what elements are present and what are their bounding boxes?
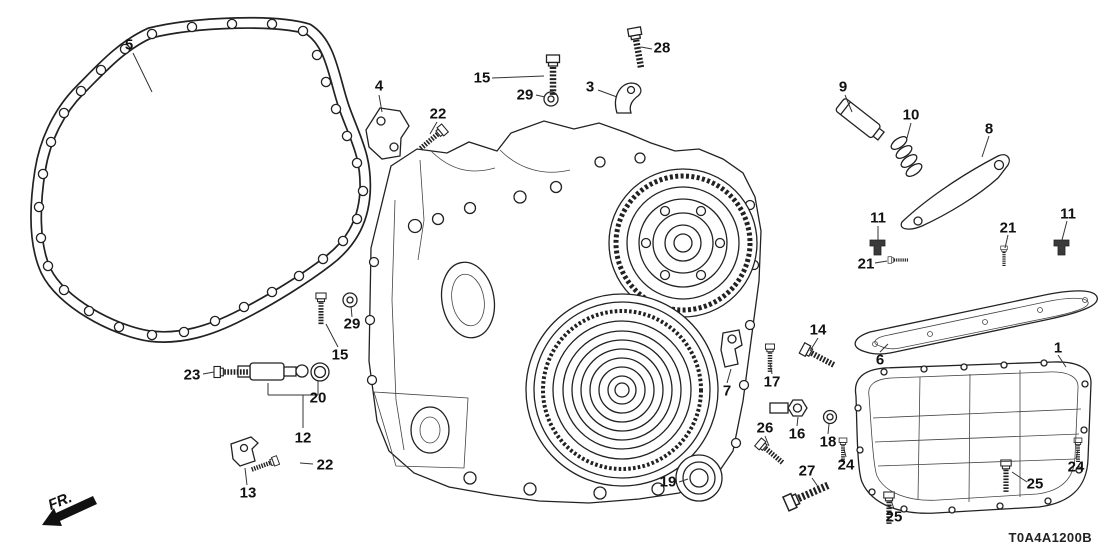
part-4-bracket (365, 107, 410, 160)
part-label-24: 24 (1067, 458, 1085, 476)
part-9-tube (835, 98, 885, 141)
part-label-28: 28 (653, 39, 671, 57)
part-label-15: 15 (473, 69, 491, 87)
part-label-26: 26 (756, 419, 774, 437)
part-13-bracket (230, 436, 259, 467)
part-11-grommet-left (869, 239, 886, 256)
part-27-bolt (783, 478, 831, 510)
part-15-bolt-mid (316, 293, 326, 324)
part-20-o-ring (310, 362, 330, 382)
part-label-4: 4 (374, 77, 384, 95)
part-3-clip (614, 82, 642, 114)
part-label-18: 18 (819, 433, 837, 451)
part-label-11: 11 (1060, 205, 1076, 223)
part-29-washer-top (543, 91, 559, 107)
clutch-drum-assembly (525, 293, 719, 487)
part-26-bolt (755, 438, 786, 467)
part-18-washer (822, 409, 838, 425)
part-label-21: 21 (857, 255, 875, 273)
part-label-22: 22 (316, 456, 334, 474)
part-label-9: 9 (838, 78, 848, 96)
part-label-16: 16 (788, 425, 806, 443)
torque-converter-ring-gear (608, 168, 758, 318)
part-11-grommet-right (1053, 239, 1070, 256)
part-label-1: 1 (1053, 339, 1063, 357)
part-15-bolt-top (547, 55, 560, 95)
part-label-15: 15 (331, 346, 349, 364)
part-16-joint-bolt (769, 399, 808, 417)
part-6-pan-gasket (854, 290, 1098, 355)
part-25-bolt-right (1001, 460, 1011, 492)
part-label-20: 20 (309, 389, 327, 407)
part-29-washer-mid (342, 292, 358, 308)
part-14-bolt (799, 343, 836, 370)
part-label-6: 6 (875, 351, 885, 369)
fr-direction-arrow (42, 496, 97, 526)
part-17-bolt (765, 344, 774, 372)
part-label-11: 11 (870, 209, 886, 227)
part-1-oil-pan (854, 359, 1092, 514)
part-label-22: 22 (429, 105, 447, 123)
part-5-case-gasket (30, 16, 372, 343)
part-label-19: 19 (659, 473, 677, 491)
part-label-13: 13 (239, 484, 257, 502)
part-label-17: 17 (763, 373, 781, 391)
part-label-21: 21 (999, 219, 1017, 237)
diagram-code: T0A4A1200B (1008, 530, 1092, 545)
part-21-bolt-right (999, 244, 1009, 268)
leader-lines (132, 46, 1079, 510)
part-10-spring (890, 136, 923, 177)
part-label-14: 14 (809, 321, 827, 339)
part-label-23: 23 (183, 366, 201, 384)
part-label-25: 25 (1026, 475, 1044, 493)
part-label-5: 5 (124, 36, 134, 54)
part-label-29: 29 (343, 315, 361, 333)
transmission-case-body (364, 120, 762, 504)
part-7-bracket (720, 329, 743, 368)
part-label-25: 25 (885, 508, 903, 526)
part-label-29: 29 (516, 86, 534, 104)
part-label-3: 3 (585, 78, 595, 96)
part-label-8: 8 (984, 120, 994, 138)
part-label-10: 10 (902, 106, 920, 124)
part-label-24: 24 (837, 456, 855, 474)
part-12-sensor (237, 362, 319, 428)
part-22-bolt-top (417, 124, 448, 153)
part-label-12: 12 (294, 429, 312, 447)
part-21-bolt-left (886, 255, 910, 265)
part-label-7: 7 (722, 382, 732, 400)
part-label-27: 27 (798, 462, 816, 480)
part-8-lever (900, 154, 1010, 230)
part-19-oil-seal (675, 454, 723, 502)
